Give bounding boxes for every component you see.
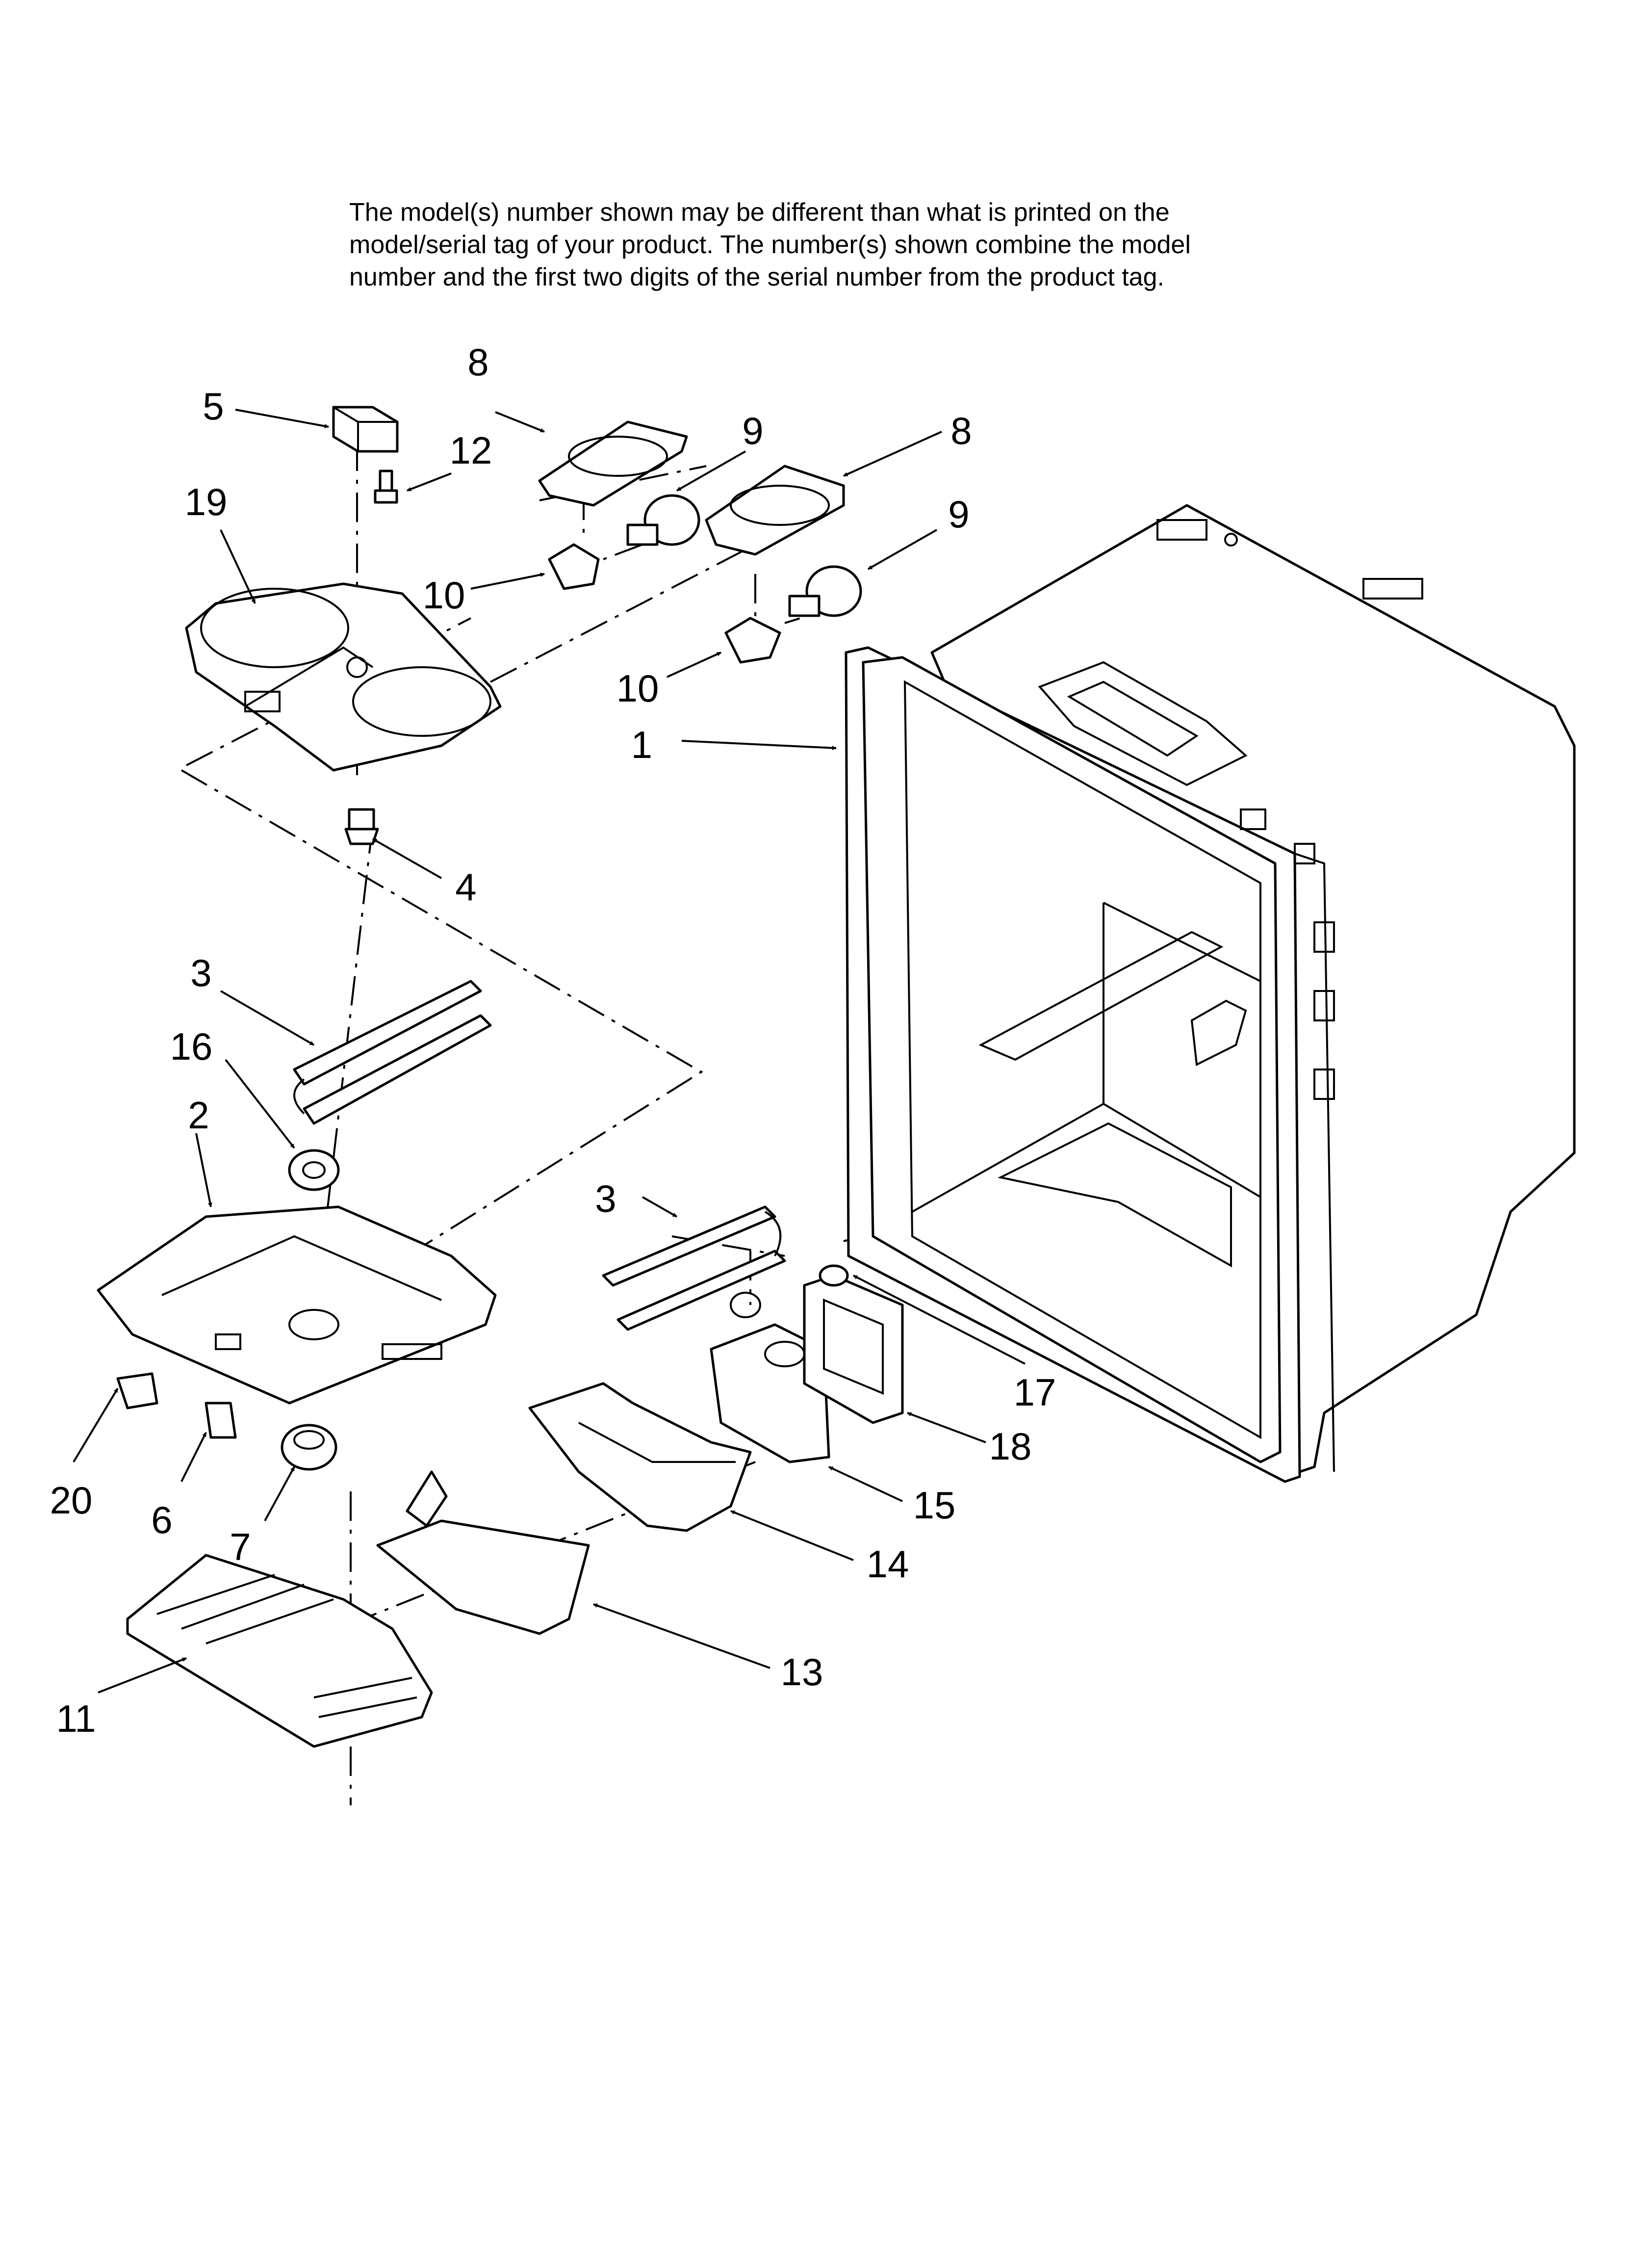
note-line-1: The model(s) number shown may be differe… <box>349 198 1170 227</box>
housing-14 <box>528 1382 752 1532</box>
callout-9-right: 9 <box>948 493 969 536</box>
note-line-2: model/serial tag of your product. The nu… <box>349 231 1191 259</box>
control-module <box>332 406 399 453</box>
callout-18: 18 <box>989 1425 1032 1468</box>
light-bulb-right <box>788 565 862 617</box>
callout-8-right: 8 <box>950 409 972 452</box>
note-line-3: number and the first two digits of the s… <box>349 263 1164 291</box>
diffuser-13 <box>376 1470 590 1635</box>
control-housing-15 <box>710 1292 830 1463</box>
gear-16 <box>288 1149 340 1191</box>
liner-cabinet <box>845 504 1576 1483</box>
pan-frame-cover <box>97 1205 497 1405</box>
light-shield-left <box>538 420 688 507</box>
callout-2: 2 <box>188 1094 209 1137</box>
switch-6 <box>205 1402 237 1439</box>
light-bulb-left <box>626 494 700 546</box>
light-socket-left <box>548 543 600 590</box>
callout-16: 16 <box>170 1025 213 1068</box>
callout-19: 19 <box>185 480 228 523</box>
callout-3-lower: 3 <box>595 1177 616 1220</box>
callout-1: 1 <box>631 723 652 766</box>
callout-20: 20 <box>50 1479 93 1522</box>
callout-11: 11 <box>56 1697 96 1740</box>
grille-11 <box>126 1554 433 1748</box>
callout-8-left: 8 <box>467 340 488 384</box>
callout-13: 13 <box>781 1650 823 1694</box>
callout-5: 5 <box>203 385 224 428</box>
flex-track-lower <box>602 1205 786 1331</box>
model-number-note: The model(s) number shown may be differe… <box>349 196 1379 293</box>
callout-3-upper: 3 <box>190 951 211 994</box>
light-housing-bracket <box>185 582 502 772</box>
light-socket-right <box>724 617 781 664</box>
callout-6: 6 <box>151 1498 172 1541</box>
callout-numbers: 1 2 3 3 4 5 6 7 8 8 9 9 10 10 11 12 13 1… <box>50 340 1056 1740</box>
callout-17: 17 <box>1014 1371 1056 1414</box>
callout-7: 7 <box>230 1525 251 1568</box>
callout-14: 14 <box>867 1542 909 1586</box>
light-shield-right <box>705 465 845 556</box>
motor-7 <box>281 1424 337 1471</box>
sensor-4 <box>344 808 379 845</box>
callout-15: 15 <box>913 1484 956 1527</box>
screw-17 <box>819 1264 849 1287</box>
callout-9-left: 9 <box>742 409 763 452</box>
callout-12: 12 <box>450 429 492 472</box>
flex-track-upper <box>293 980 492 1125</box>
callout-10-left: 10 <box>423 574 465 617</box>
leader-lines <box>73 409 1026 1694</box>
screw-12 <box>374 469 398 504</box>
callout-10-right: 10 <box>616 667 659 710</box>
callout-4: 4 <box>455 865 476 909</box>
part-20 <box>116 1372 158 1409</box>
